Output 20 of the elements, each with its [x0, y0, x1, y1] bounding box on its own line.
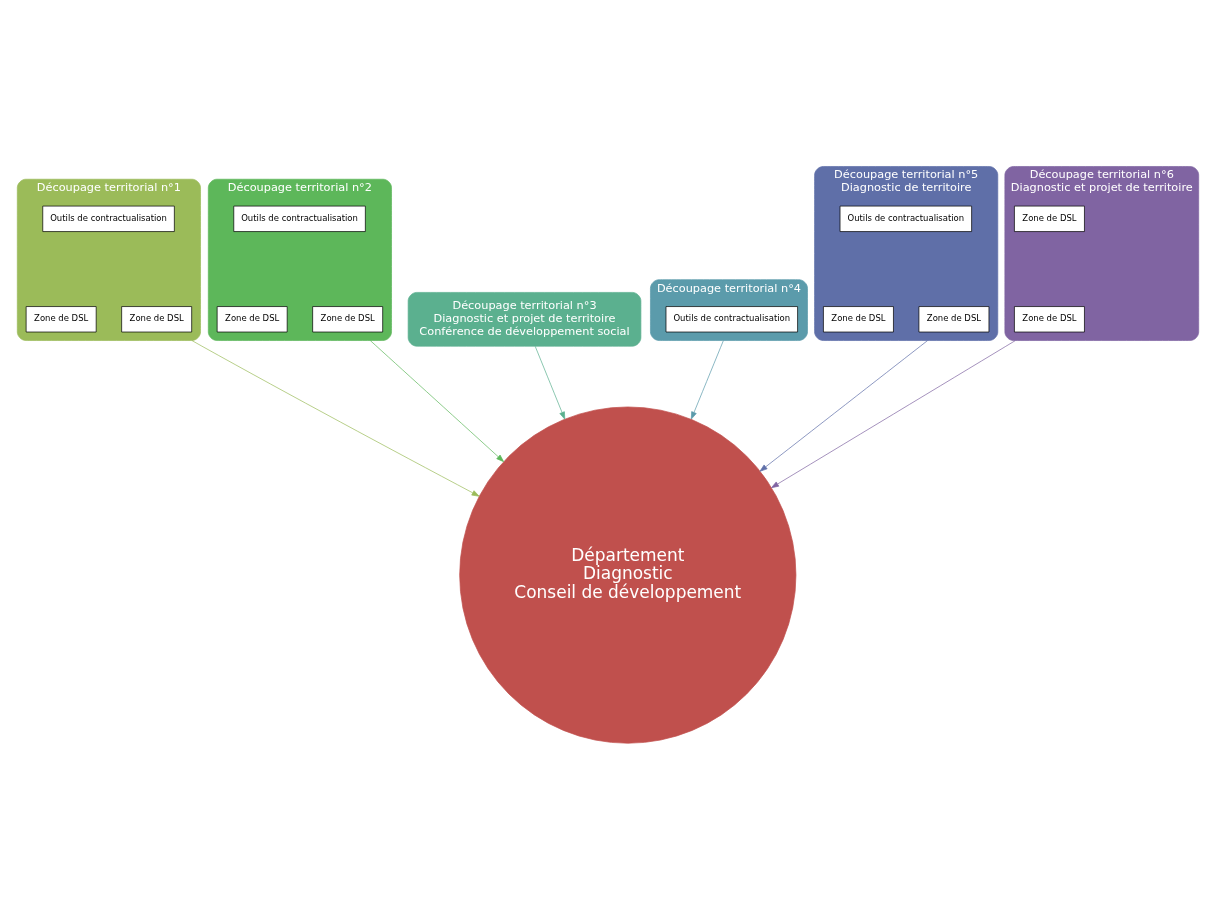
node-box: Zone de DSL [823, 306, 894, 333]
node-box: Outils de contractualisation [665, 306, 798, 333]
arrow [690, 340, 724, 420]
arrow [759, 340, 928, 472]
node-circle: Département Diagnostic Conseil de développement [459, 406, 797, 744]
node-box: Zone de DSL [216, 306, 288, 333]
node-box: Outils de contractualisation [233, 205, 366, 232]
node-box: Outils de contractualisation [839, 205, 972, 232]
node-box: Zone de DSL [1014, 306, 1085, 333]
node-box: Zone de DSL [1014, 205, 1085, 232]
node-box: Zone de DSL [918, 306, 990, 333]
node-box: Outils de contractualisation [42, 205, 175, 232]
arrow [369, 340, 504, 462]
node-box: Zone de DSL [25, 306, 97, 333]
arrow [191, 340, 480, 497]
node-box: Zone de DSL [121, 306, 193, 333]
arrow [771, 340, 1016, 489]
node-box: Zone de DSL [312, 306, 384, 333]
node-box: Découpage territorial n°3 Diagnostic et projet de territoire Conférence de développement social [407, 292, 642, 347]
arrow [534, 345, 566, 420]
